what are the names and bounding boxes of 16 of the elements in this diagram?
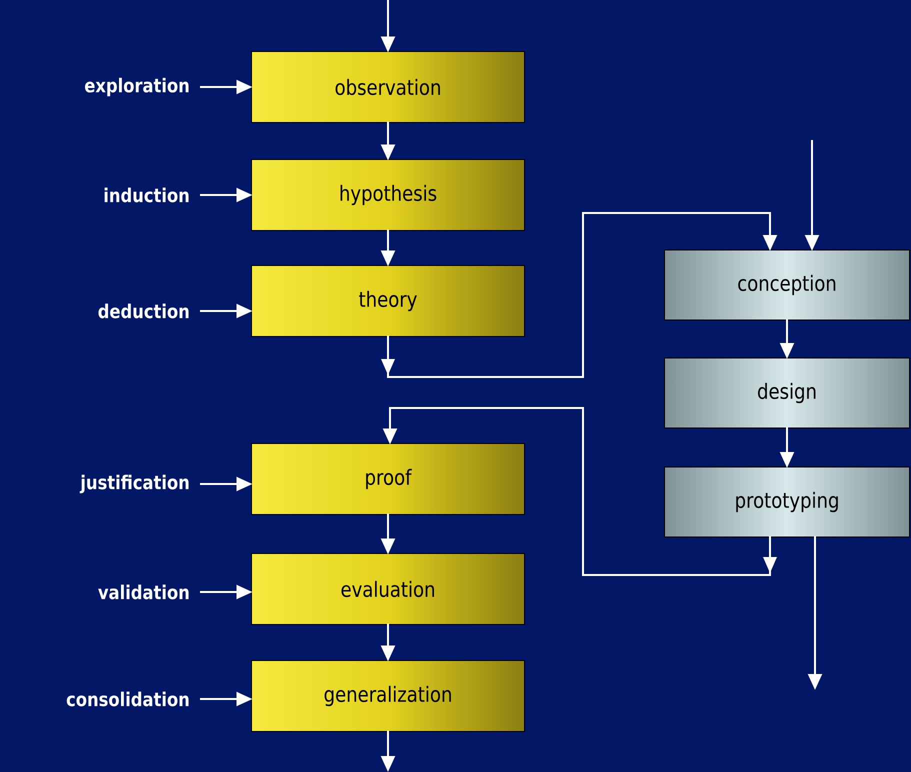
process-box: conception — [664, 250, 910, 320]
arrow — [381, 212, 778, 378]
step-label: justification — [80, 474, 189, 494]
process-box: observation — [251, 51, 525, 123]
process-box: evaluation — [251, 553, 525, 625]
step-label: exploration — [85, 78, 189, 96]
process-box: hypothesis — [251, 159, 525, 231]
process-box: theory — [251, 265, 525, 337]
process-box: generalization — [251, 660, 525, 732]
step-label: validation — [98, 584, 189, 600]
step-label: deduction — [98, 304, 189, 318]
process-box: prototyping — [664, 466, 910, 538]
step-label: induction — [104, 188, 189, 202]
process-box: proof — [251, 443, 525, 515]
process-box: design — [664, 358, 910, 428]
step-label: consolidation — [66, 692, 189, 706]
